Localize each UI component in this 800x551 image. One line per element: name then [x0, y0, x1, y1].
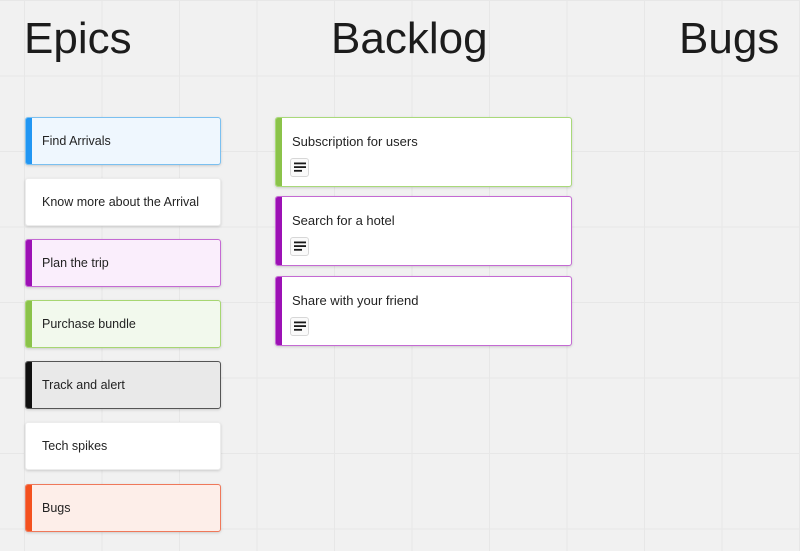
card-title: Track and alert: [42, 378, 125, 392]
card-title: Bugs: [42, 501, 71, 515]
card-accent-bar: [26, 240, 32, 286]
description-icon[interactable]: [290, 317, 309, 336]
card-tech-spikes[interactable]: Tech spikes: [25, 422, 221, 470]
card-plan-the-trip[interactable]: Plan the trip: [25, 239, 221, 287]
description-icon[interactable]: [290, 237, 309, 256]
card-accent-bar: [276, 197, 282, 265]
card-accent-bar: [26, 301, 32, 347]
column-title-epics: Epics: [24, 14, 132, 63]
card-accent-bar: [26, 485, 32, 531]
card-title: Purchase bundle: [42, 317, 136, 331]
column-title-bugs: Bugs: [679, 14, 780, 63]
card-search-for-a-hotel[interactable]: Search for a hotel: [275, 196, 572, 266]
card-share-with-your-friend[interactable]: Share with your friend: [275, 276, 572, 346]
card-accent-bar: [276, 277, 282, 345]
card-accent-bar: [276, 118, 282, 186]
card-bugs[interactable]: Bugs: [25, 484, 221, 532]
description-icon[interactable]: [290, 158, 309, 177]
column-title-backlog: Backlog: [331, 14, 488, 63]
card-title: Subscription for users: [292, 134, 418, 149]
card-purchase-bundle[interactable]: Purchase bundle: [25, 300, 221, 348]
card-accent-bar: [26, 362, 32, 408]
card-find-arrivals[interactable]: Find Arrivals: [25, 117, 221, 165]
card-title: Tech spikes: [42, 439, 108, 453]
card-title: Search for a hotel: [292, 213, 395, 228]
card-accent-bar: [26, 118, 32, 164]
card-title: Share with your friend: [292, 293, 419, 308]
card-title: Plan the trip: [42, 256, 109, 270]
card-title: Find Arrivals: [42, 134, 111, 148]
card-title: Know more about the Arrival: [42, 195, 200, 209]
card-know-more-about-the-arrival[interactable]: Know more about the Arrival: [25, 178, 221, 226]
card-subscription-for-users[interactable]: Subscription for users: [275, 117, 572, 187]
card-track-and-alert[interactable]: Track and alert: [25, 361, 221, 409]
